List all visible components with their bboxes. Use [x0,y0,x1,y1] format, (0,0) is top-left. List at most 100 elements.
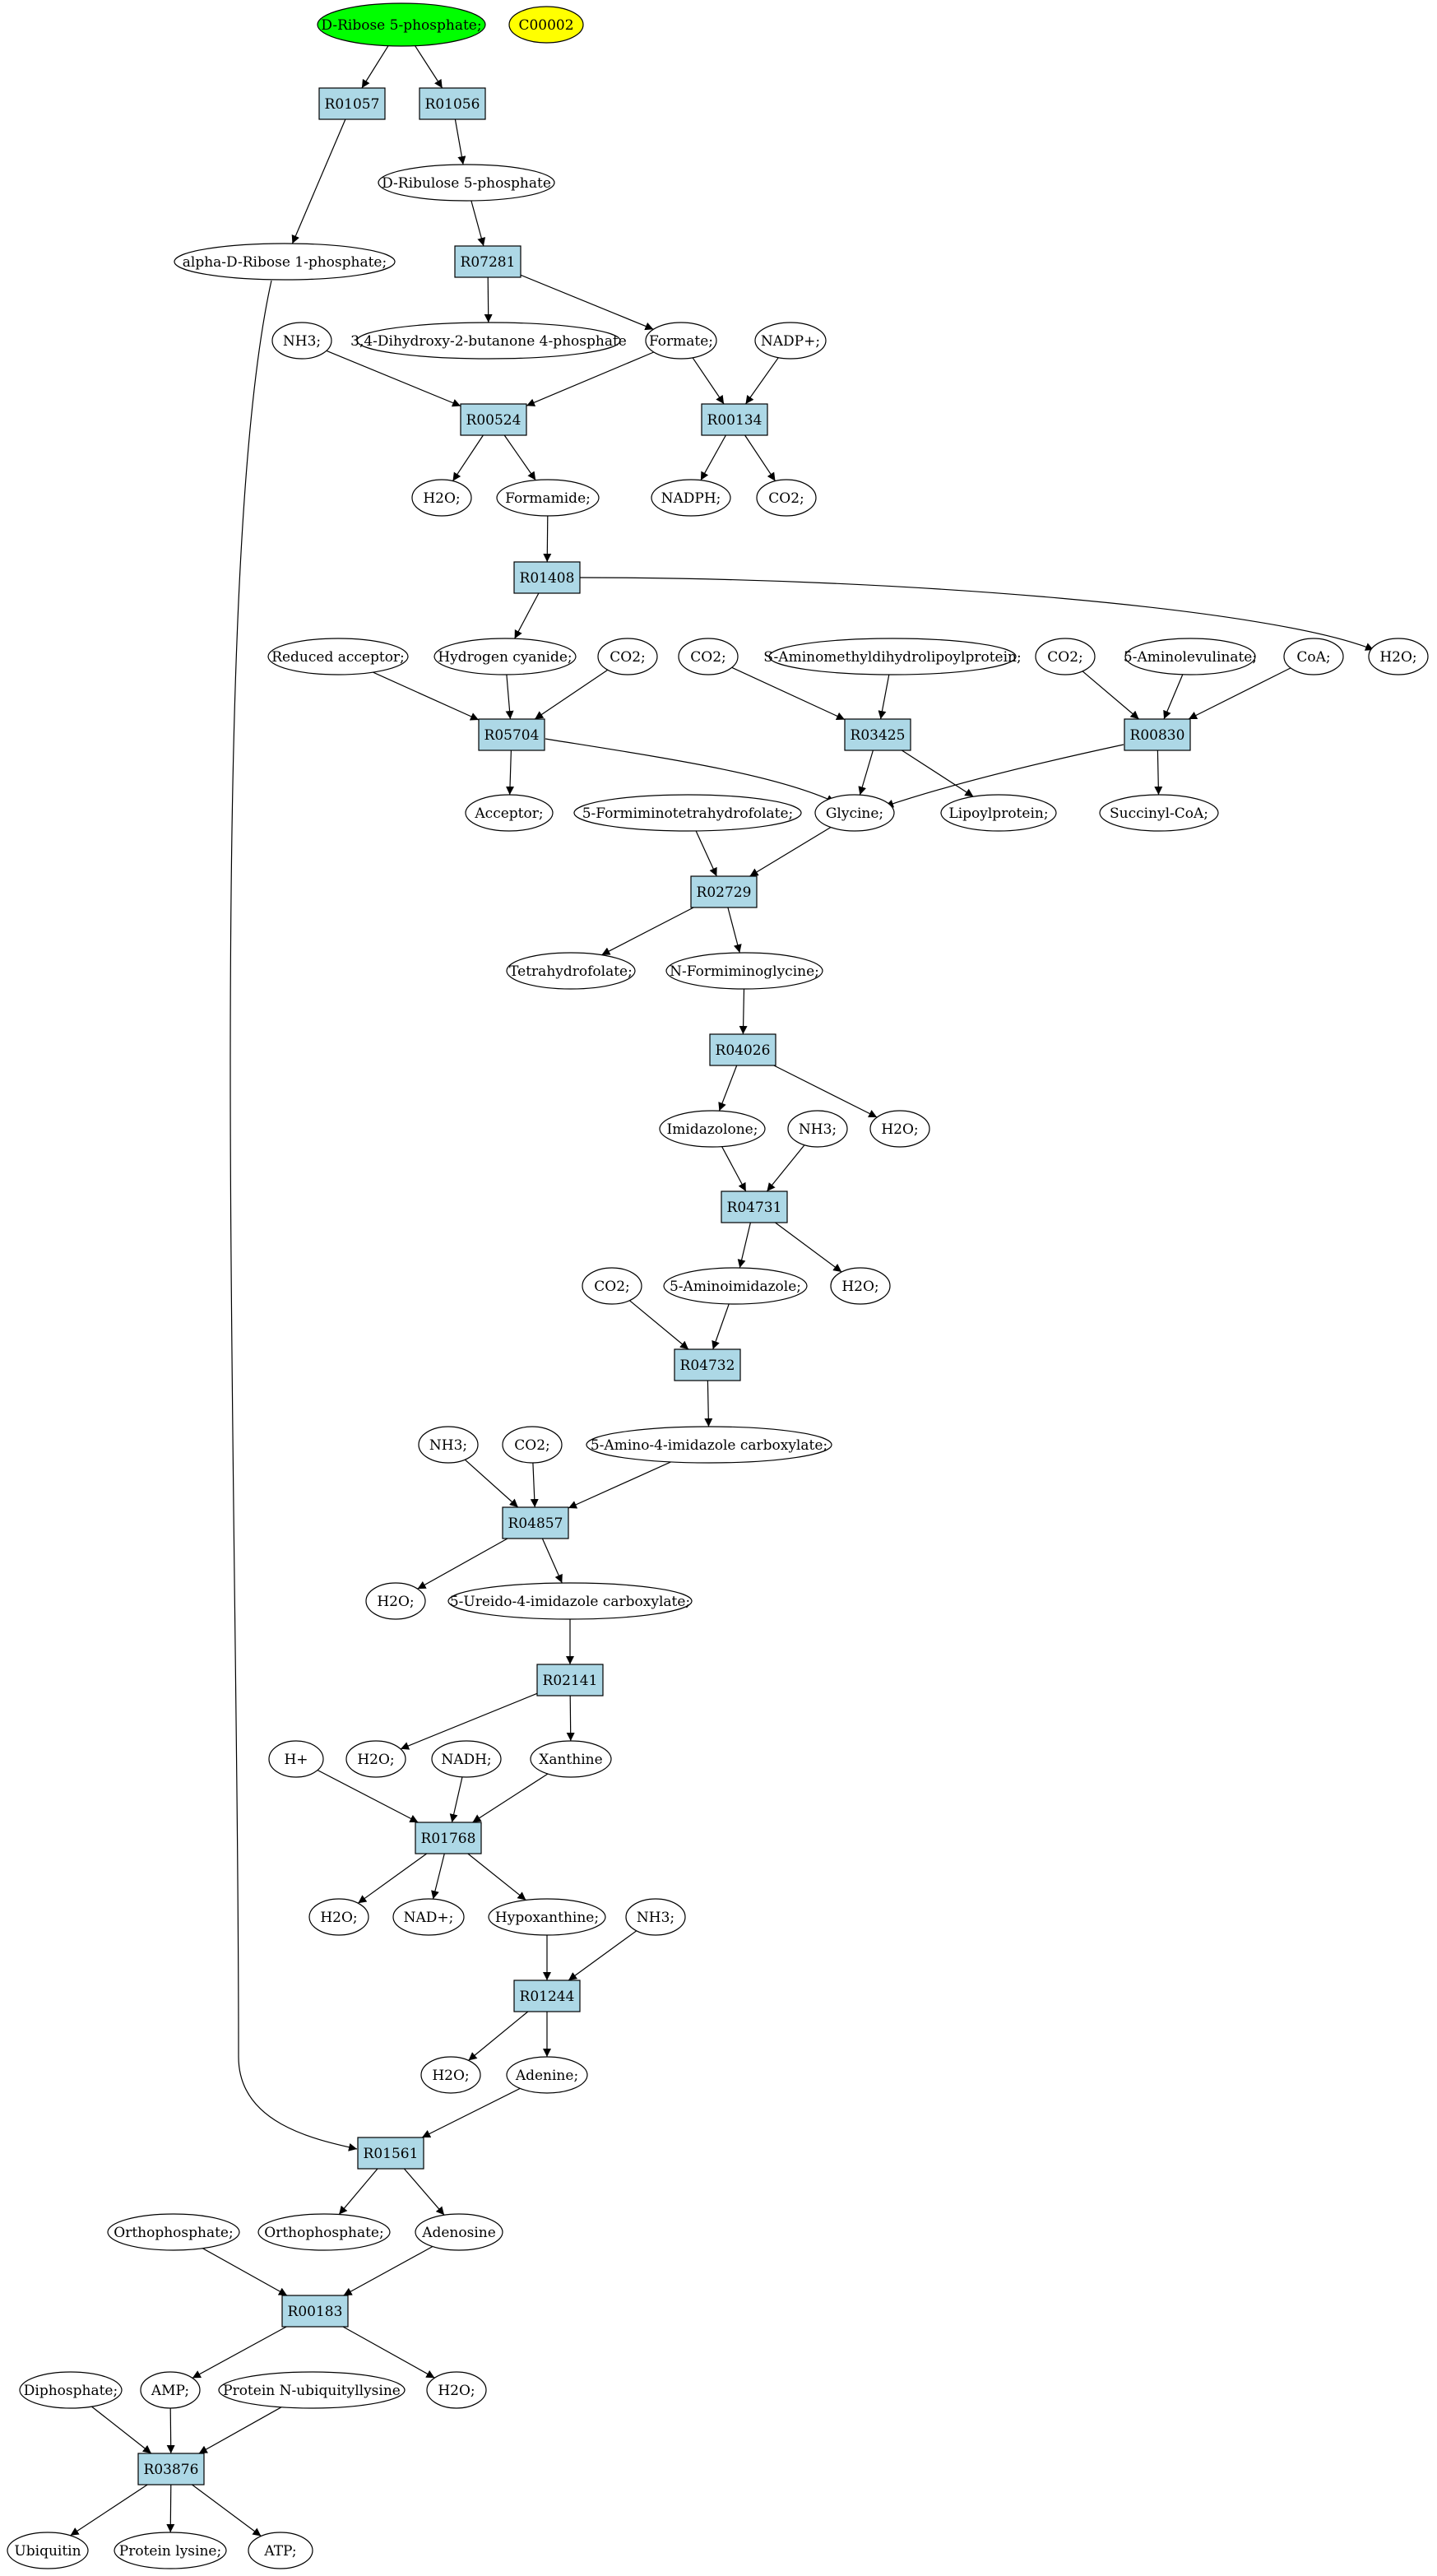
compound-node[interactable]: 3,4-Dihydroxy-2-butanone 4-phosphate [350,322,627,360]
reaction-node[interactable]: R05704 [478,718,545,751]
compound-ellipse [356,322,621,360]
edge-R01408-to-h2o_2 [579,577,1374,651]
compound-ellipse [787,1110,848,1148]
compound-node[interactable]: Adenine; [506,2056,588,2094]
compound-node[interactable]: Reduced acceptor; [267,638,409,675]
compound-node[interactable]: H2O; [411,479,472,517]
compound-node[interactable]: Imidazolone; [659,1110,766,1148]
compound-node[interactable]: NADP+; [754,322,827,360]
reaction-node[interactable]: R07281 [454,245,521,278]
compound-node[interactable]: AMP; [140,2371,201,2409]
reaction-node[interactable]: R04732 [674,1348,741,1381]
reaction-node[interactable]: R03876 [137,2453,205,2485]
reaction-node[interactable]: R02729 [690,875,758,908]
compound-node[interactable]: CO2; [597,638,658,675]
compound-node[interactable]: Lipoylprotein; [940,794,1057,832]
compound-node[interactable]: NH3; [787,1110,848,1148]
compound-node[interactable]: D-Ribulose 5-phosphate [378,164,555,202]
compound-node[interactable]: CO2; [582,1267,642,1305]
compound-node[interactable]: Acceptor; [465,794,554,832]
compound-node[interactable]: ATP; [248,2532,313,2569]
compound-node[interactable]: S-Aminomethyldihydrolipoylprotein; [763,638,1022,675]
compound-node[interactable]: CO2; [756,479,817,517]
reaction-node[interactable]: R03425 [844,718,911,751]
compound-node[interactable]: H2O; [830,1267,891,1305]
compound-node[interactable]: NAD+; [392,1898,465,1936]
compound-ellipse [107,2213,240,2251]
compound-node[interactable]: N-Formiminoglycine; [665,952,823,990]
compound-node[interactable]: H2O; [345,1740,406,1778]
compound-node[interactable]: alpha-D-Ribose 1-phosphate; [174,243,396,281]
compound-node[interactable]: H2O; [426,2371,487,2409]
compound-node[interactable]: Protein lysine; [114,2532,227,2569]
edge-R02141-to-xanthine [566,1695,575,1742]
reaction-node[interactable]: R00134 [701,403,768,436]
compound-node[interactable]: Protein N-ubiquityllysine [218,2371,406,2409]
reaction-node[interactable]: R01561 [357,2137,424,2170]
compound-node[interactable]: Succinyl-CoA; [1099,794,1219,832]
edge-hcn-to-R05704 [505,674,514,720]
compound-node[interactable]: NADPH; [651,479,731,517]
reaction-node[interactable]: R02141 [536,1664,604,1696]
compound-node[interactable]: D-Ribose 5-phosphate; [317,2,486,47]
reaction-node[interactable]: R01056 [419,87,486,120]
compound-node[interactable]: 5-Aminolevulinate; [1124,638,1257,675]
compound-node[interactable]: Adenosine [415,2213,503,2251]
compound-node[interactable]: 5-Formiminotetrahydrofolate; [573,794,802,832]
reaction-label: R03876 [144,2462,199,2478]
compound-node[interactable]: CO2; [502,1426,563,1464]
reaction-node[interactable]: R04857 [502,1506,569,1539]
compound-node[interactable]: Orthophosphate; [257,2213,391,2251]
reaction-label: R04026 [716,1042,771,1059]
compound-ellipse [19,2371,123,2409]
reaction-node[interactable]: R01408 [513,561,581,594]
compound-node[interactable]: CoA; [1283,638,1344,675]
reaction-node[interactable]: R01244 [513,1980,581,2012]
compound-node[interactable]: Ubiquitin [7,2532,89,2569]
compound-label: CO2; [1047,649,1083,666]
compound-node[interactable]: Formamide; [496,479,600,517]
compound-node[interactable]: NH3; [418,1426,479,1464]
reaction-node[interactable]: R01768 [415,1822,482,1854]
compound-node[interactable]: CO2; [1035,638,1096,675]
compound-node[interactable]: Xanthine [530,1740,612,1778]
compound-node[interactable]: NH3; [271,322,332,360]
compound-node[interactable]: H2O; [365,1582,426,1620]
compound-node[interactable]: NH3; [625,1898,686,1936]
compound-node[interactable]: NADH; [431,1740,502,1778]
compound-label: H2O; [841,1279,878,1295]
compound-node[interactable]: Diphosphate; [19,2371,123,2409]
reaction-node[interactable]: R04026 [709,1033,776,1066]
edge-R04731-to-aminoimidazole [737,1222,751,1269]
reaction-box [318,87,386,120]
compound-node[interactable]: H2O; [308,1898,369,1936]
compound-node[interactable]: H2O; [869,1110,930,1148]
compound-node[interactable]: 5-Ureido-4-imidazole carboxylate; [447,1582,693,1620]
reaction-node[interactable]: R01057 [318,87,386,120]
compound-node[interactable]: Hydrogen cyanide; [433,638,577,675]
compound-node[interactable]: 5-Amino-4-imidazole carboxylate; [586,1426,832,1464]
compound-label: Protein lysine; [119,2543,221,2560]
reaction-node[interactable]: R00183 [281,2295,349,2328]
compound-node[interactable]: Orthophosphate; [107,2213,240,2251]
compound-node[interactable]: C00002 [508,6,584,44]
compound-node[interactable]: Glycine; [814,794,895,832]
compound-node[interactable]: Hypoxanthine; [488,1898,606,1936]
edge-R04857-to-uic [541,1538,563,1584]
reaction-node[interactable]: R00524 [460,403,527,436]
compound-node[interactable]: 5-Aminoimidazole; [663,1267,808,1305]
edge-R00183-to-amp [192,2326,287,2379]
compound-node[interactable]: H2O; [420,2056,481,2094]
compound-node[interactable]: H+ [268,1740,324,1778]
edge-co2_3-to-R03425 [731,666,846,721]
reaction-node[interactable]: R04731 [721,1191,788,1223]
compound-node[interactable]: Tetrahydrofolate; [506,952,636,990]
edge-co2_5-to-R04732 [629,1300,689,1350]
compound-node[interactable]: CO2; [678,638,739,675]
compound-node[interactable]: H2O; [1368,638,1429,675]
compound-ellipse [174,243,396,281]
reaction-node[interactable]: R00830 [1124,718,1191,751]
compound-ellipse [1124,638,1256,675]
edge-R01561-to-ortho_2 [338,2168,378,2215]
compound-node[interactable]: Formate; [645,322,717,360]
